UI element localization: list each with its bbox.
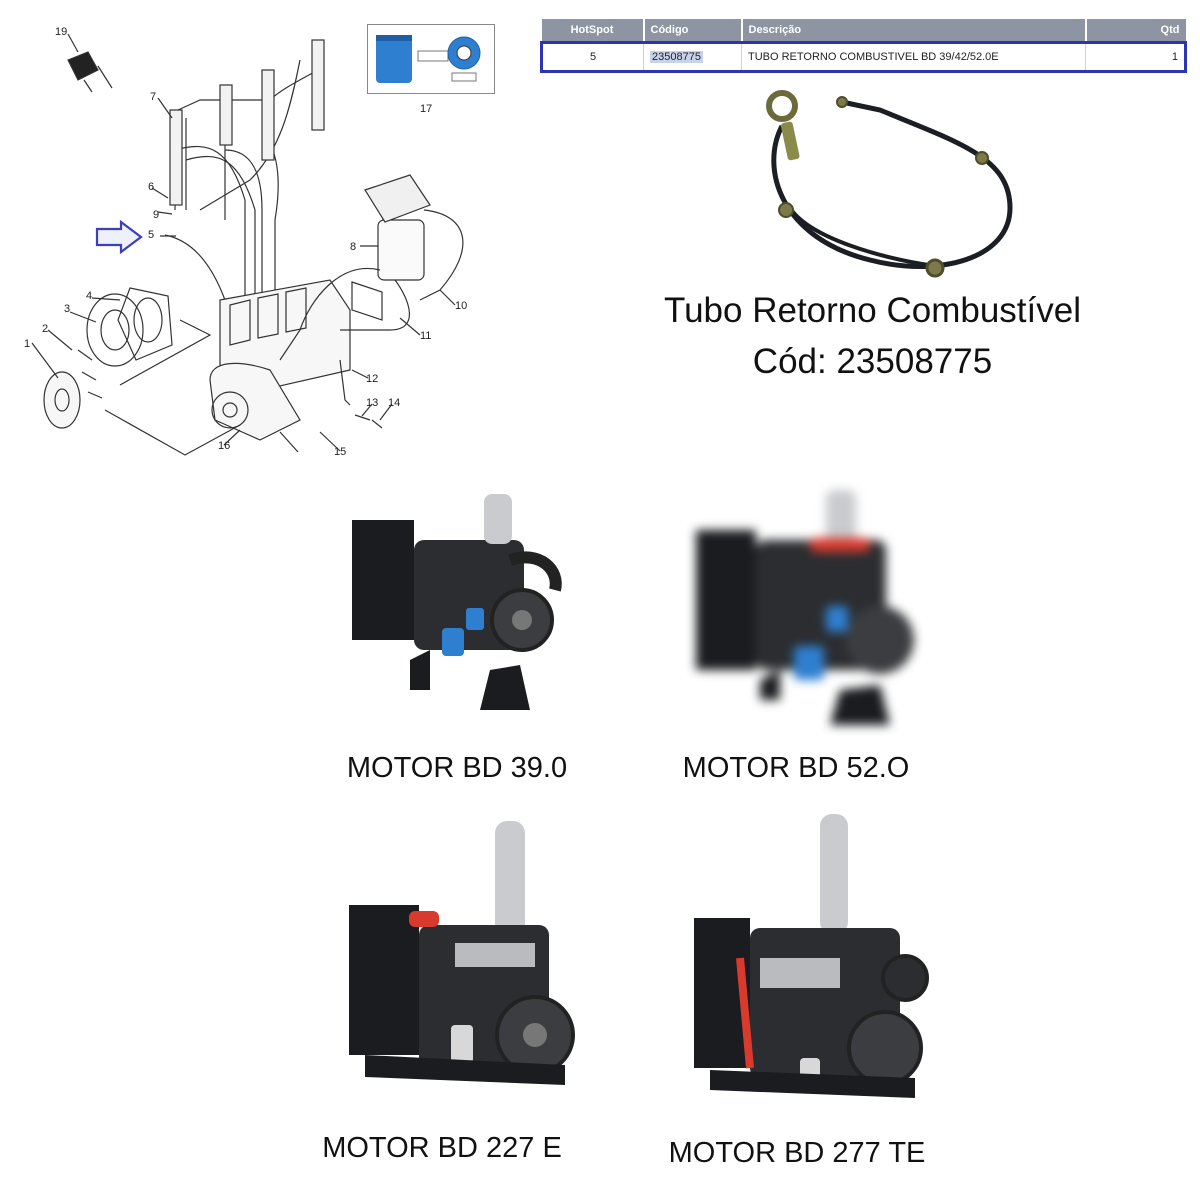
col-hotspot[interactable]: HotSpot	[541, 19, 645, 43]
cell-description: TUBO RETORNO COMBUSTIVEL BD 39/42/52.0E	[741, 41, 1086, 73]
col-descricao[interactable]: Descrição	[741, 19, 1087, 43]
cell-code: 23508775	[643, 41, 742, 73]
callout-12: 12	[366, 373, 378, 385]
callout-1: 1	[24, 338, 30, 350]
code-highlight[interactable]: 23508775	[650, 51, 703, 63]
engine-photo-bd-227	[349, 821, 575, 1085]
callout-15: 15	[334, 446, 346, 458]
filter-inset	[367, 24, 495, 94]
callout-7: 7	[150, 91, 156, 103]
callout-16: 16	[218, 440, 230, 452]
callout-14: 14	[388, 397, 400, 409]
parts-table: HotSpot Código Descrição Qtd 5 23508775 …	[540, 19, 1187, 73]
callout-8: 8	[350, 241, 356, 253]
callout-4: 4	[86, 290, 92, 302]
right-arrow-icon	[95, 219, 143, 255]
engine-label-bd-277: MOTOR BD 277 TE	[668, 1137, 926, 1169]
product-name: Tubo Retorno Combustível	[664, 291, 1081, 330]
callout-17: 17	[420, 103, 433, 115]
callout-11: 11	[420, 330, 431, 342]
callout-9: 9	[153, 209, 159, 221]
col-codigo[interactable]: Código	[643, 19, 743, 43]
engine-photo-bd-52	[696, 490, 914, 725]
callout-13: 13	[366, 397, 378, 409]
callout-10: 10	[455, 300, 467, 312]
callout-2: 2	[42, 323, 48, 335]
engine-photo-bd-277	[694, 814, 929, 1098]
engine-photo-bd-39	[352, 494, 562, 710]
cell-qty: 1	[1085, 41, 1187, 73]
parts-table-header: HotSpot Código Descrição Qtd	[541, 19, 1186, 43]
exploded-parts-diagram: 19 7 6 9 5 8 10 11 12 13 14 15 16 1 2 3 …	[24, 26, 467, 458]
cell-hotspot: 5	[540, 41, 644, 73]
table-row[interactable]: 5 23508775 TUBO RETORNO COMBUSTIVEL BD 3…	[540, 41, 1187, 73]
callout-3: 3	[64, 303, 70, 315]
hose-product-photo	[766, 90, 1013, 278]
engine-label-bd-39: MOTOR BD 39.0	[346, 752, 568, 784]
product-title: Tubo Retorno Combustível Cód: 23508775	[600, 285, 1145, 387]
engine-label-bd-52: MOTOR BD 52.O	[682, 752, 910, 784]
engine-label-bd-227: MOTOR BD 227 E	[322, 1132, 562, 1164]
callout-6: 6	[148, 181, 154, 193]
callout-19: 19	[55, 26, 67, 38]
product-code: Cód: 23508775	[752, 342, 993, 381]
callout-5: 5	[148, 229, 154, 241]
col-qtd[interactable]: Qtd	[1085, 19, 1186, 43]
